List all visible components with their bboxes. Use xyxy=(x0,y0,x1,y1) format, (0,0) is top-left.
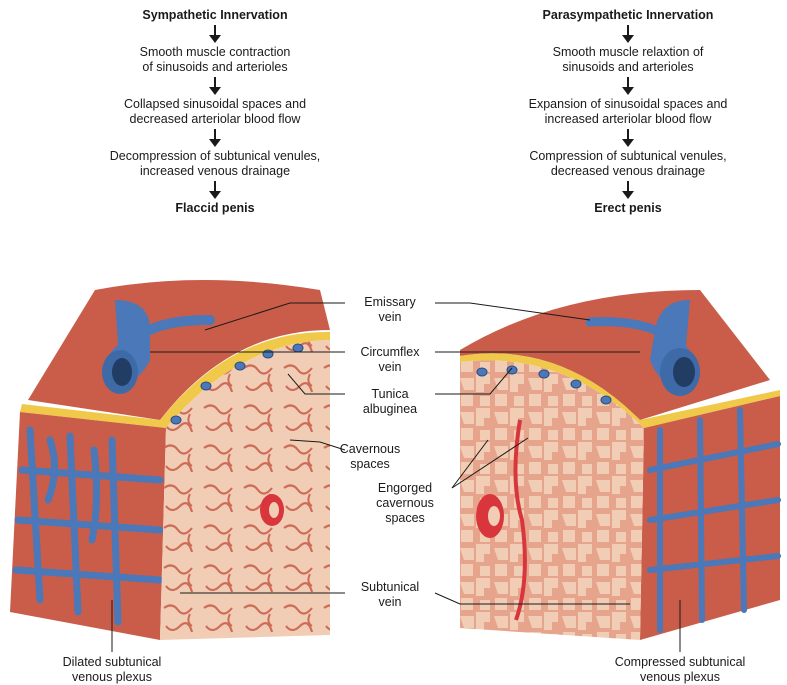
svg-text:vein: vein xyxy=(379,310,402,324)
label-cavernous-spaces: Cavernous spaces xyxy=(340,442,400,471)
label-engorged-cavernous-spaces: Engorged cavernous spaces xyxy=(376,481,434,525)
svg-text:Tunica: Tunica xyxy=(371,387,408,401)
label-compressed-plexus: Compressed subtunical venous plexus xyxy=(615,655,746,684)
svg-text:cavernous: cavernous xyxy=(376,496,434,510)
left-central-artery xyxy=(260,494,284,526)
label-tunica-albuginea: Tunica albuginea xyxy=(363,387,417,416)
label-emissary-vein: Emissary vein xyxy=(364,295,416,324)
flaccid-block xyxy=(10,280,330,640)
label-circumflex-vein: Circumflex vein xyxy=(360,345,420,374)
svg-text:Engorged: Engorged xyxy=(378,481,432,495)
svg-text:spaces: spaces xyxy=(385,511,425,525)
svg-text:venous plexus: venous plexus xyxy=(72,670,152,684)
svg-text:Compressed subtunical: Compressed subtunical xyxy=(615,655,746,669)
label-dilated-plexus: Dilated subtunical venous plexus xyxy=(63,655,162,684)
svg-text:Circumflex: Circumflex xyxy=(360,345,420,359)
svg-text:Emissary: Emissary xyxy=(364,295,416,309)
svg-text:Cavernous: Cavernous xyxy=(340,442,400,456)
svg-text:venous plexus: venous plexus xyxy=(640,670,720,684)
svg-text:Subtunical: Subtunical xyxy=(361,580,419,594)
svg-text:albuginea: albuginea xyxy=(363,402,417,416)
erect-block xyxy=(460,290,780,640)
svg-text:vein: vein xyxy=(379,360,402,374)
label-subtunical-vein: Subtunical vein xyxy=(361,580,419,609)
svg-text:vein: vein xyxy=(379,595,402,609)
svg-text:Dilated subtunical: Dilated subtunical xyxy=(63,655,162,669)
svg-text:spaces: spaces xyxy=(350,457,390,471)
